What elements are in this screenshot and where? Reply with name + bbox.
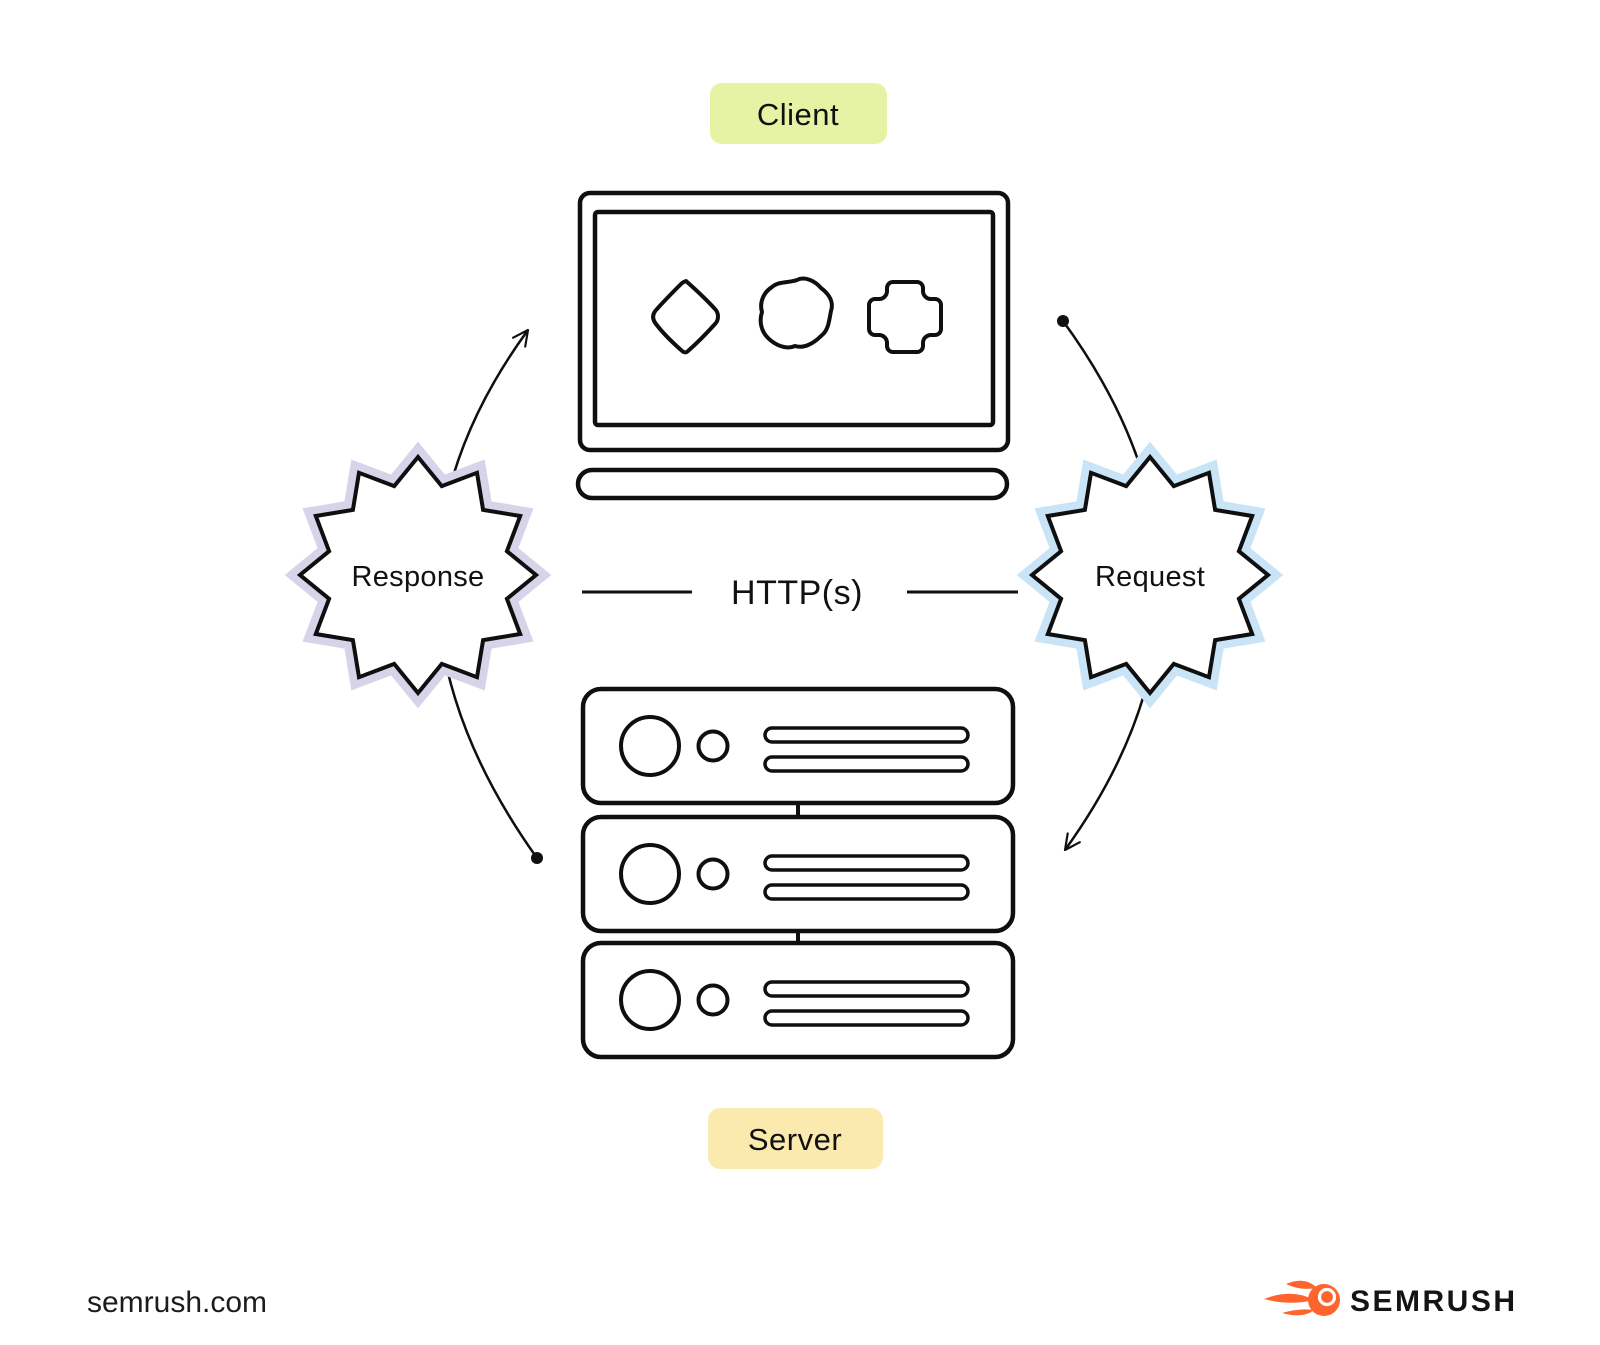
request-burst-label: Request xyxy=(1095,561,1205,593)
flame-tail-top xyxy=(1286,1280,1317,1289)
server-slot-line xyxy=(763,854,970,872)
server-light-large xyxy=(619,969,681,1031)
server-unit-body xyxy=(580,940,1016,1060)
server-slot-line xyxy=(763,726,970,744)
protocol-label: HTTP(s) xyxy=(731,574,863,612)
laptop-icon xyxy=(575,190,1011,501)
server-unit xyxy=(580,686,1016,806)
server-light-large xyxy=(619,715,681,777)
server-badge-bg xyxy=(708,1108,883,1169)
response-burst: Response xyxy=(284,441,552,709)
laptop-base xyxy=(575,467,1010,501)
flame-ball-highlight xyxy=(1317,1287,1337,1307)
server-slot-line xyxy=(763,980,970,998)
server-unit xyxy=(580,814,1016,934)
server-light-small xyxy=(696,729,730,763)
flame-tail-middle xyxy=(1264,1293,1314,1303)
server-unit-body xyxy=(580,814,1016,934)
abstract-cross-shape xyxy=(867,280,943,354)
http-connector: HTTP(s) xyxy=(582,574,1018,612)
server-slot-line xyxy=(763,1009,970,1027)
server-unit xyxy=(580,940,1016,1060)
server-light-large xyxy=(619,843,681,905)
server-light-small xyxy=(696,857,730,891)
server-stack-icon xyxy=(580,686,1016,1060)
server-badge-label: Server xyxy=(748,1122,842,1157)
client-badge: Client xyxy=(710,83,887,144)
server-light-small xyxy=(696,983,730,1017)
client-badge-label: Client xyxy=(757,97,839,132)
server-badge: Server xyxy=(708,1108,883,1169)
request-burst-star xyxy=(1028,453,1272,697)
response-burst-label: Response xyxy=(352,561,485,593)
response-burst-star xyxy=(296,453,540,697)
flame-tail-bottom xyxy=(1282,1309,1314,1316)
footer-site-url: semrush.com xyxy=(87,1286,267,1319)
semrush-flame-icon xyxy=(1264,1280,1340,1316)
request-burst: Request xyxy=(1016,441,1284,709)
semrush-logo: SEMRUSH xyxy=(1264,1280,1518,1318)
server-slot-line xyxy=(763,755,970,773)
abstract-diamond-shape xyxy=(651,279,720,355)
server-slot-line xyxy=(763,883,970,901)
semrush-wordmark: SEMRUSH xyxy=(1350,1285,1518,1318)
abstract-blob-shape xyxy=(758,276,834,350)
client-badge-bg xyxy=(710,83,887,144)
server-unit-body xyxy=(580,686,1016,806)
